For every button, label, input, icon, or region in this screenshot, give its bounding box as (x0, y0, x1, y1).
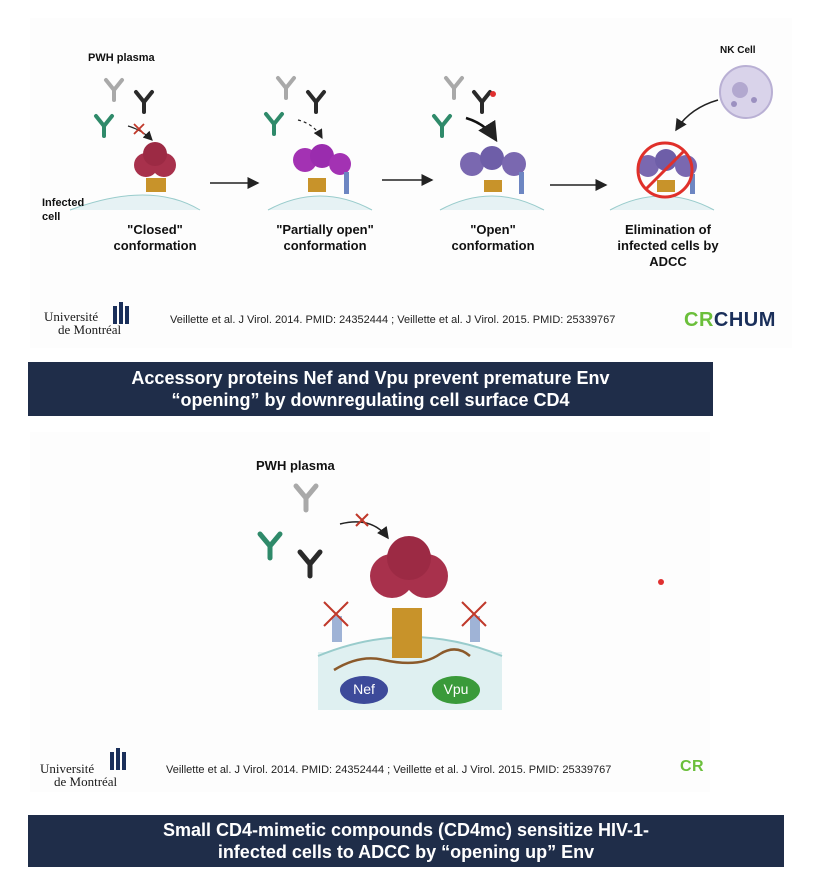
crchum-logo: CRCHUM (684, 309, 776, 332)
antibody-group-3-icon (432, 76, 492, 138)
partially-open-env-icon (293, 144, 351, 194)
stage-closed-line2: conformation (113, 238, 197, 253)
crchum-cr: CR (684, 309, 714, 331)
plasma-label-bottom: PWH plasma (256, 458, 335, 473)
cell-membrane-3 (439, 195, 545, 211)
stage-closed-line1: "Closed" (127, 222, 183, 237)
stage-open-line2: conformation (451, 238, 535, 253)
cross-bottom-icon (355, 513, 369, 527)
nef-label: Nef (353, 681, 375, 697)
nk-cell-label: NK Cell (720, 45, 756, 56)
eliminated-env-icon (636, 141, 697, 199)
stage-partial-line2: conformation (283, 238, 367, 253)
stage-open-line1: "Open" (470, 222, 516, 237)
banner-2-line1: Small CD4-mimetic compounds (CD4mc) sens… (162, 820, 650, 840)
dashed-arrow-icon (297, 119, 323, 140)
bottom-figure-panel (30, 432, 710, 792)
antibody-green-icon (94, 114, 114, 138)
antibody-group-2-icon (264, 76, 326, 136)
crchum-chum: CHUM (713, 309, 776, 331)
stage-elim-line2: infected cells by (617, 238, 719, 253)
vpu-label: Vpu (443, 681, 469, 697)
antibody-cluster-icon (257, 483, 323, 579)
binding-arrow-icon (465, 116, 498, 143)
banner-2-line2: infected cells to ADCC by “opening up” E… (217, 842, 595, 862)
antibody-gray-icon (104, 78, 124, 102)
udem-logo-2-text-1: Université (40, 761, 95, 776)
vpu-icon (432, 676, 480, 704)
open-env-icon (460, 146, 526, 194)
stage-label-elimination: Elimination of infected cells by ADCC (598, 222, 738, 270)
nk-arrow-icon (675, 99, 719, 132)
pointer-dot-icon (490, 91, 496, 97)
env-trimer-icon (370, 536, 448, 658)
stage-partial-line1: "Partially open" (276, 222, 374, 237)
env-tail-icon (333, 648, 471, 672)
cd4-right-icon (461, 601, 487, 642)
infected-cell-label: Infected cell (42, 197, 85, 223)
udem-logo-2-text-2: de Montréal (54, 774, 118, 789)
cd4-left-icon (323, 601, 349, 642)
plasma-label: PWH plasma (88, 52, 155, 64)
udem-logo-text-2: de Montréal (58, 322, 122, 337)
crchum-logo-2: CR (680, 758, 704, 776)
udem-logo-2-icon (110, 748, 126, 770)
reference-bottom: Veillette et al. J Virol. 2014. PMID: 24… (166, 764, 612, 776)
closed-env-icon (134, 142, 176, 192)
cross-icon (133, 123, 145, 135)
banner-2: Small CD4-mimetic compounds (CD4mc) sens… (28, 815, 784, 867)
stage-label-closed: "Closed" conformation (90, 222, 220, 254)
reference-top: Veillette et al. J Virol. 2014. PMID: 24… (170, 314, 616, 326)
pointer-dot-2-icon (658, 579, 664, 585)
udem-logo-icon (113, 302, 129, 324)
stage-label-open: "Open" conformation (428, 222, 558, 254)
nef-icon (340, 676, 388, 704)
cell-membrane-2 (267, 195, 373, 211)
banner-1-line2: “opening” by downregulating cell surface… (171, 390, 570, 410)
banner-1-line1: Accessory proteins Nef and Vpu prevent p… (131, 368, 610, 388)
antibody-black-icon (134, 90, 154, 114)
banner-1: Accessory proteins Nef and Vpu prevent p… (28, 362, 713, 416)
cell-membrane-1 (69, 194, 201, 211)
stage-elim-line1: Elimination of (625, 222, 711, 237)
nk-cell-icon (719, 65, 773, 119)
bottom-diagram (110, 483, 664, 770)
blocked-binding-arrow-icon (339, 521, 389, 540)
stage-elim-line3: ADCC (649, 254, 687, 269)
top-diagram (69, 65, 773, 324)
udem-logo-text-1: Université (44, 309, 99, 324)
crchum-cr-2: CR (680, 758, 705, 775)
stage-label-partial: "Partially open" conformation (250, 222, 400, 254)
